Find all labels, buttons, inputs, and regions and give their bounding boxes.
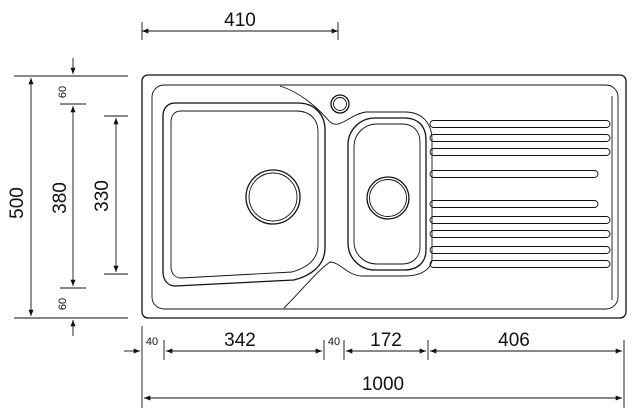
tap-hole <box>330 94 350 114</box>
drainer-groove <box>429 170 599 178</box>
dim-label-342: 342 <box>224 330 256 351</box>
dim-label-500: 500 <box>7 187 28 219</box>
drainer-grooves <box>429 120 611 268</box>
small-bowl-drain-inner <box>369 179 407 217</box>
drainer-groove <box>429 120 611 128</box>
dim-label-380: 380 <box>50 182 71 214</box>
drainer-groove <box>429 200 599 208</box>
dim-left-margin: 40 <box>124 336 158 354</box>
small-bowl-inner <box>353 123 421 265</box>
dim-label-406: 406 <box>498 330 530 351</box>
dim-label-40-left: 40 <box>146 336 158 348</box>
dim-inner-height: 380 <box>50 106 76 286</box>
dim-top-margin: 60 <box>57 58 86 105</box>
drainer-groove <box>429 230 611 238</box>
dim-label-60-bottom: 60 <box>57 298 69 310</box>
dim-label-410: 410 <box>224 10 256 31</box>
dim-overall-width: 1000 <box>144 374 622 401</box>
drainer-groove <box>429 148 611 156</box>
drainer-groove <box>429 216 611 224</box>
small-bowl <box>347 117 427 271</box>
dim-top-width: 410 <box>141 10 339 40</box>
dim-label-40-middle: 40 <box>328 336 340 348</box>
dim-drainer-width: 406 <box>430 330 622 354</box>
dim-label-172: 172 <box>370 330 402 351</box>
drainer-groove <box>429 134 611 142</box>
dim-overall-height: 500 <box>7 78 34 316</box>
dim-middle-gap: 40 <box>328 336 340 348</box>
dim-small-bowl-width: 172 <box>346 330 426 354</box>
main-bowl-inner <box>170 110 319 279</box>
main-bowl-surround <box>279 85 433 309</box>
dim-label-60-top: 60 <box>57 86 69 98</box>
dim-label-330: 330 <box>92 180 113 212</box>
main-bowl-drain-inner <box>248 172 298 222</box>
dim-label-1000: 1000 <box>362 374 404 395</box>
small-bowl-drain <box>366 176 410 220</box>
tap-hole-inner <box>333 97 347 111</box>
main-bowl <box>162 102 326 287</box>
sink-outline <box>141 74 627 319</box>
dim-bowl-height: 330 <box>92 115 128 275</box>
drainer-groove <box>429 246 611 254</box>
dim-bottom-margin: 60 <box>57 287 86 336</box>
main-bowl-drain <box>245 169 301 225</box>
dim-main-bowl-width: 342 <box>166 330 322 354</box>
drainer-groove <box>429 260 611 268</box>
